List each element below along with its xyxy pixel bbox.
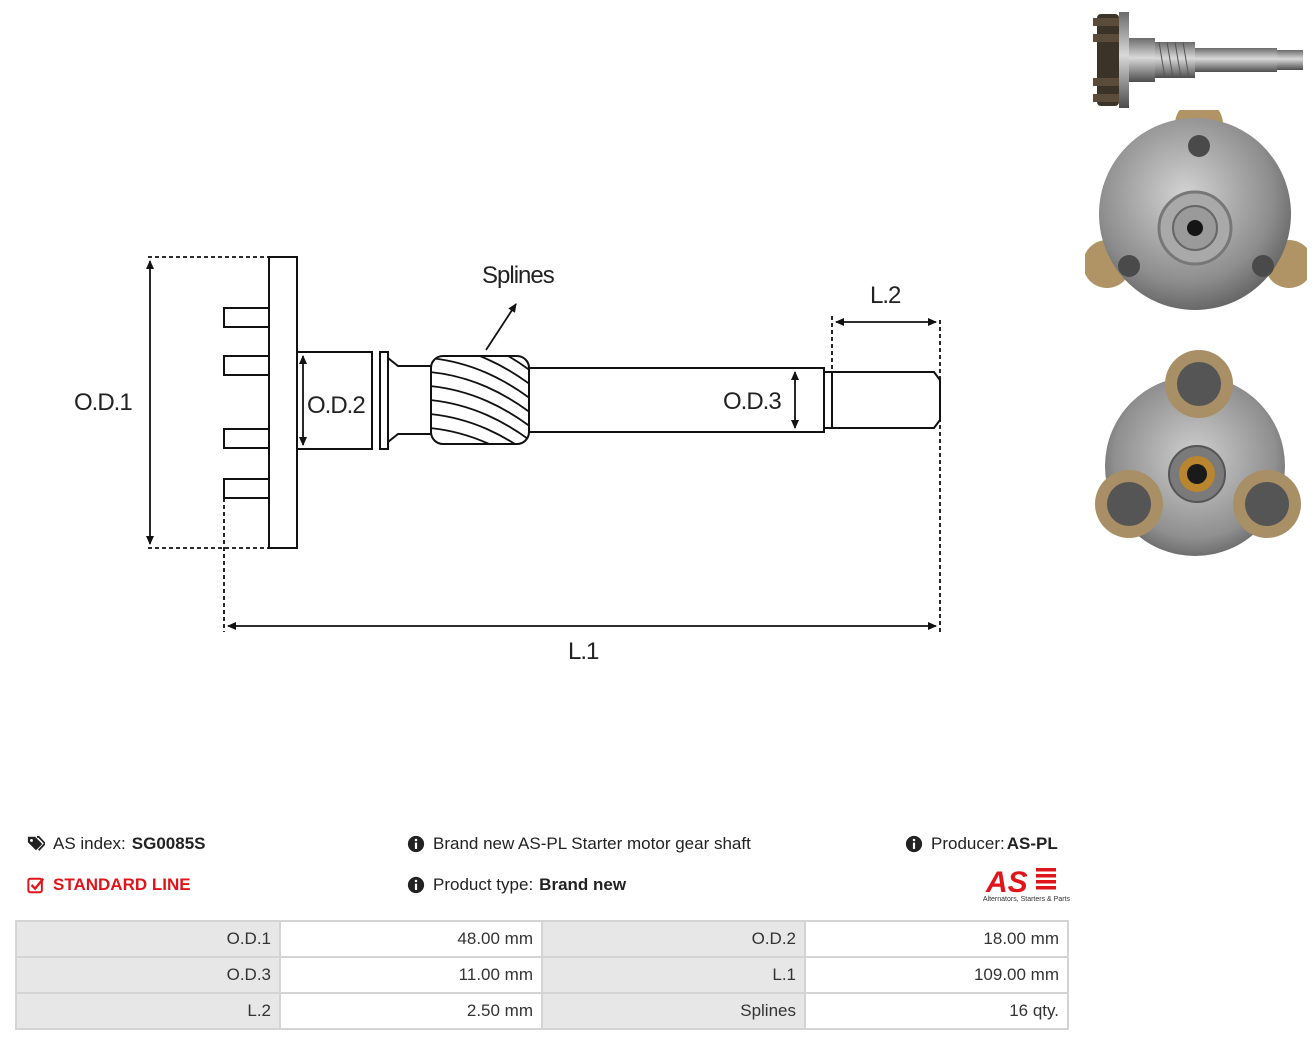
description: Brand new AS-PL Starter motor gear shaft bbox=[407, 833, 751, 855]
spec-value: 48.00 mm bbox=[279, 920, 543, 958]
pin bbox=[223, 355, 270, 376]
description-text: Brand new AS-PL Starter motor gear shaft bbox=[433, 834, 751, 853]
as-index-value: SG0085S bbox=[131, 834, 206, 853]
producer-value: AS-PL bbox=[1006, 834, 1058, 853]
shaft-side-view-photo[interactable] bbox=[1085, 8, 1307, 112]
spec-key: O.D.1 bbox=[15, 920, 281, 958]
shaft-end bbox=[832, 371, 941, 429]
spec-key: O.D.2 bbox=[541, 920, 806, 958]
carrier-front-view-photo[interactable] bbox=[1085, 344, 1307, 558]
product-type: Product type: Brand new bbox=[407, 874, 626, 896]
as-index-label: AS index: bbox=[53, 834, 126, 853]
spec-value: 11.00 mm bbox=[279, 956, 543, 994]
as-pl-logo: AS bbox=[985, 866, 1056, 899]
spec-key: L.1 bbox=[541, 956, 806, 994]
od2-label: O.D.2 bbox=[307, 392, 365, 419]
splines-label: Splines bbox=[482, 262, 555, 289]
collar bbox=[379, 351, 389, 450]
table-row: L.2 2.50 mm Splines 16 qty. bbox=[15, 992, 1069, 1030]
pin bbox=[223, 428, 270, 449]
svg-text:AS: AS bbox=[985, 866, 1028, 899]
spec-value: 2.50 mm bbox=[279, 992, 543, 1030]
specs-table: O.D.1 48.00 mm O.D.2 18.00 mm O.D.3 11.0… bbox=[15, 920, 1069, 1030]
spec-value: 18.00 mm bbox=[804, 920, 1069, 958]
tags-icon bbox=[27, 835, 45, 851]
carrier-back-view-photo[interactable] bbox=[1085, 110, 1307, 310]
as-index: AS index: SG0085S bbox=[27, 833, 206, 855]
l2-label: L.2 bbox=[870, 282, 901, 309]
table-row: O.D.1 48.00 mm O.D.2 18.00 mm bbox=[15, 920, 1069, 958]
product-type-value: Brand new bbox=[539, 875, 627, 894]
logo-tagline: Alternators, Starters & Parts bbox=[982, 896, 1070, 903]
l1-label: L.1 bbox=[568, 638, 599, 665]
table-row: O.D.3 11.00 mm L.1 109.00 mm bbox=[15, 956, 1069, 994]
hub bbox=[296, 351, 373, 450]
spec-key: L.2 bbox=[15, 992, 281, 1030]
pin bbox=[223, 307, 270, 328]
producer-label: Producer: bbox=[931, 834, 1005, 853]
info-icon bbox=[407, 835, 425, 853]
technical-drawing: O.D.1 O.D.2 O.D.3 L.1 L.2 Splines bbox=[74, 256, 941, 665]
od3-label: O.D.3 bbox=[723, 388, 781, 415]
neck bbox=[387, 357, 431, 443]
spec-value: 16 qty. bbox=[804, 992, 1069, 1030]
producer: Producer: AS-PL bbox=[905, 833, 1058, 855]
info-icon bbox=[905, 835, 923, 853]
info-icon bbox=[407, 876, 425, 894]
spec-key: O.D.3 bbox=[15, 956, 281, 994]
spec-key: Splines bbox=[541, 992, 806, 1030]
standard-line-label: STANDARD LINE bbox=[53, 875, 191, 894]
pin bbox=[223, 478, 270, 499]
product-type-label: Product type: bbox=[433, 875, 534, 894]
spec-value: 109.00 mm bbox=[804, 956, 1069, 994]
od1-label: O.D.1 bbox=[74, 389, 132, 416]
flange bbox=[268, 256, 298, 549]
checkbox-checked-icon bbox=[27, 877, 45, 894]
groove bbox=[823, 371, 833, 429]
standard-line-badge: STANDARD LINE bbox=[27, 874, 191, 896]
